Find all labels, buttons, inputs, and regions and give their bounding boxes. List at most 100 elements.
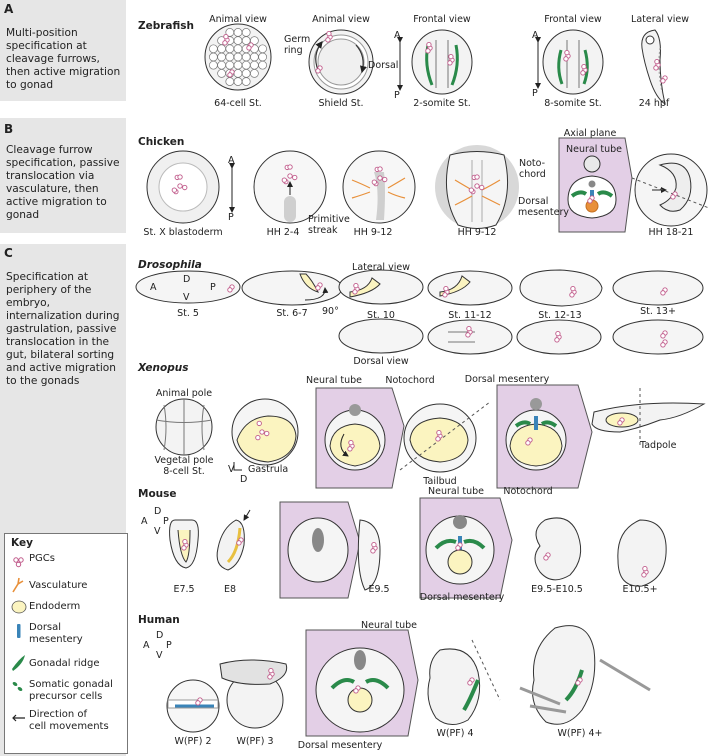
stage-label: St. 12-13 [538,310,582,321]
blastomere [209,60,218,70]
pgc-cell [569,292,575,298]
pgc-cell [660,342,666,348]
key-label: Vasculature [29,580,88,591]
stage-label: HH 18-21 [648,227,694,238]
zebrafish-64cell [204,23,272,91]
pgc-cell [448,54,454,60]
mouse-panel-dorsal [419,497,513,599]
pgc-cell [525,440,531,446]
mouse-e95e105 [534,517,582,581]
blastomere [225,60,235,70]
pgc-cell [315,285,321,291]
pgc-clusters [171,31,678,706]
key-label: Dorsal mesentery [29,622,83,645]
blastomere [225,44,235,54]
pgc-cell [326,31,332,37]
pgc-cell [474,183,480,189]
pgc-cell [543,555,549,561]
pgc-cell [575,680,581,686]
blastomere [209,52,218,62]
axis-label: A [394,30,401,41]
view-label: Frontal view [413,14,471,25]
blastomere [217,69,226,78]
pgc-cell [287,173,293,179]
stage-label: W(PF) 2 [174,736,212,747]
axis-label: D [240,474,248,485]
dorsal-mesentery-label: Dorsal mesentery [464,374,550,385]
stage-label: W(PF) 3 [236,736,274,747]
mouse-panel-e95 [279,501,381,599]
pgc-cell [181,545,187,551]
stage-label: E8 [223,584,237,595]
axis-label: V [183,292,190,303]
pgc-cell [641,572,647,578]
species-title: Human [138,614,180,626]
xenopus-dorsal-panel [496,384,593,489]
pgc-cell [465,332,471,338]
chicken-hh2 [253,150,327,224]
rotation-label: 90° [322,306,339,317]
notochord-label: Notochord [385,375,435,386]
pgc-cell [455,545,461,551]
dorsal-mesentery-label: Dorsal mesentery [297,740,383,751]
pgc-cell [223,34,229,40]
pgc-cell [564,50,570,56]
pgc-cell [617,420,623,426]
animal-pole-label: Animal pole [155,388,213,399]
somatic-precursor-icon [12,681,23,692]
stage-label: 64-cell St. [214,98,262,109]
pgc-cell [222,40,228,46]
pgc-cell [259,429,265,435]
pgc-cell [347,446,353,452]
axis-label: D [183,274,191,285]
section-letter: C [4,246,13,260]
pgc-cell [371,542,377,548]
section-description: Multi-position specification at cleavage… [6,27,121,91]
pgc-cell [468,187,474,193]
stage-label: E7.5 [173,584,195,595]
tailbud-label: Tailbud [423,476,457,487]
blastomere [225,52,235,62]
human-panel [305,629,419,737]
species-title: Mouse [138,488,177,500]
drosophila-st13 [612,270,704,355]
pgc-cell [660,333,666,339]
stage-label: 8-cell St. [163,466,205,477]
notochord-label: Notochord [503,486,553,497]
key-icons [11,557,27,722]
pgc-cell [182,539,188,545]
blastomere [241,77,251,86]
axis-label: V [156,650,163,661]
blastomere [233,52,243,62]
axis-label: A [532,30,539,41]
blastomere [258,60,267,70]
species-title: Drosophila [138,259,202,271]
blastomere [241,28,251,37]
axis-label: P [394,90,400,101]
stage-label: E9.5-E10.5 [531,584,583,595]
key-label: PGCs [29,553,55,564]
pgc-cell [660,78,666,84]
pgc-cell [353,688,359,694]
pgc-cell [370,548,376,554]
vegetal-pole-label: Vegetal pole [154,455,214,466]
pgc-cell [264,430,270,437]
pgc-cell [281,177,287,183]
stage-label: Shield St. [318,98,364,109]
stage-label: St. 10 [367,310,395,321]
stage-label: W(PF) 4+ [557,728,603,739]
pgc-cell [443,286,449,292]
stage-label: W(PF) 4 [436,728,474,739]
dorsal-mesentery-label: Dorsal mesentery [518,196,570,218]
stage-label: HH 2-4 [266,227,300,238]
axis-label: A [228,155,235,166]
neural-tube-label: Neural tube [361,620,417,631]
species-title: Zebrafish [138,20,195,32]
blastomere [233,44,243,54]
axis-label: P [163,516,169,527]
key-label: Somatic gonadal precursor cells [29,679,113,702]
blastomere [258,44,267,54]
stage-label: St. X blastoderm [143,227,223,238]
key-label: Direction of cell movements [29,709,109,732]
